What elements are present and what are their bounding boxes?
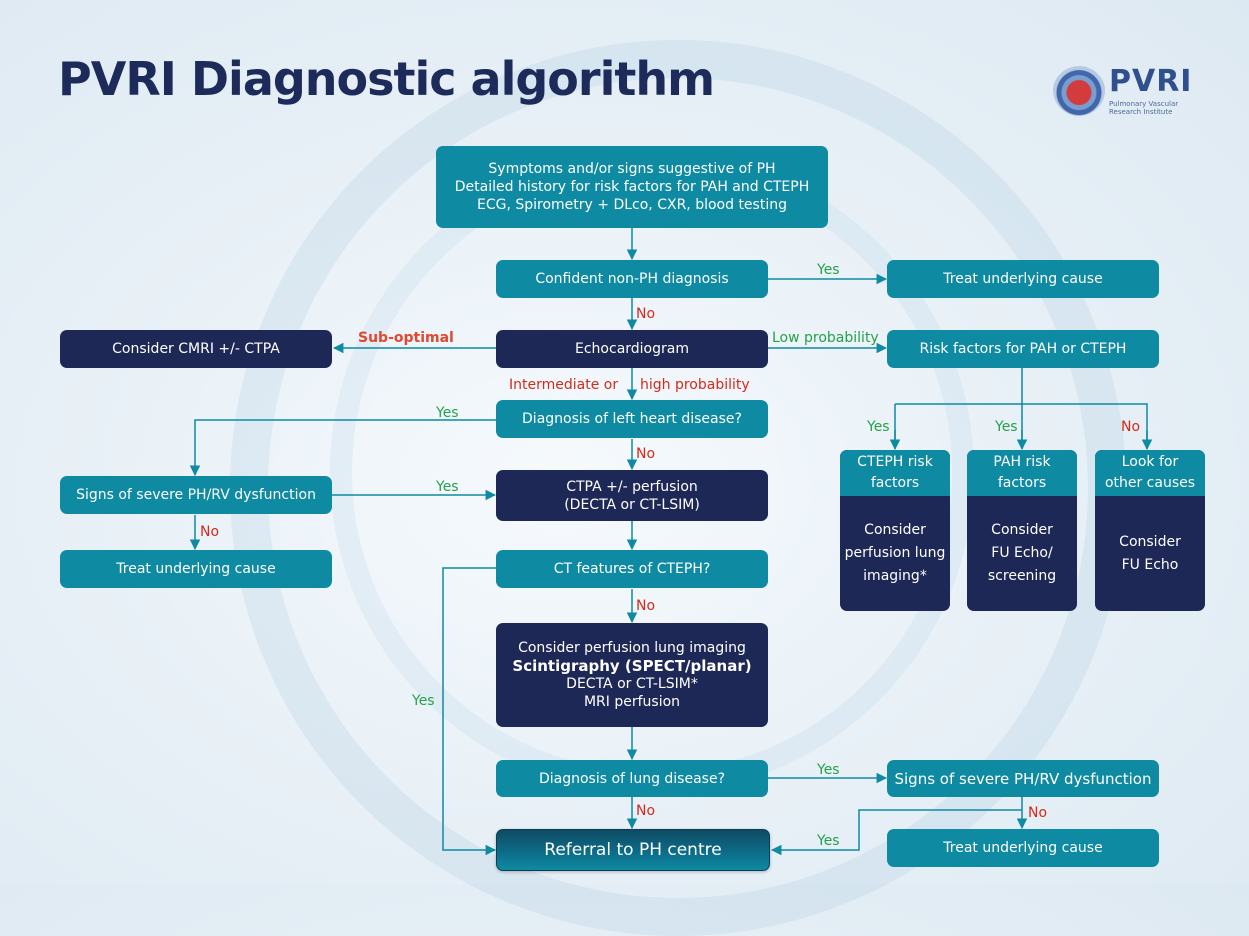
label-yes-left-heart: Yes — [436, 405, 459, 421]
label-yes-confident: Yes — [817, 262, 840, 278]
node-ctpa-perfusion: CTPA +/- perfusion (DECTA or CT-LSIM) — [496, 470, 768, 521]
card-cteph-head-line-2: factors — [870, 475, 920, 491]
card-cteph-head-line-1: CTEPH risk — [857, 454, 933, 470]
label-no-ct-features: No — [636, 598, 656, 614]
node-severe-ph-left: Signs of severe PH/RV dysfunction — [60, 476, 332, 514]
card-cteph-body-line-3: imaging* — [863, 568, 927, 584]
node-start-line-3: ECG, Spirometry + DLco, CXR, blood testi… — [477, 197, 787, 213]
card-pah-risk-factors: PAH risk factors Consider FU Echo/ scree… — [967, 450, 1077, 611]
node-severe-ph-right: Signs of severe PH/RV dysfunction — [887, 760, 1159, 797]
label-yes-severe-left: Yes — [436, 479, 459, 495]
label-no-left-heart: No — [636, 446, 656, 462]
card-pah-head-line-2: factors — [997, 475, 1047, 491]
label-yes-ct-features: Yes — [412, 693, 435, 709]
card-other-head-line-2: other causes — [1104, 475, 1196, 491]
card-other-body-line-1: Consider — [1119, 533, 1181, 550]
card-other-body-line-2: FU Echo — [1121, 556, 1179, 573]
node-start-line-1: Symptoms and/or signs suggestive of PH — [488, 161, 776, 177]
label-low-probability: Low probability — [772, 330, 879, 346]
arrow-left-heart-to-severe — [189, 419, 496, 477]
card-pah-head-line-1: PAH risk — [993, 454, 1051, 470]
node-perfusion-imaging: Consider perfusion lung imaging Scintigr… — [496, 623, 768, 727]
logo-name: PVRI — [1109, 64, 1193, 99]
label-yes-cteph-card: Yes — [867, 419, 890, 435]
node-consider-cmri: Consider CMRI +/- CTPA — [60, 330, 332, 368]
card-pah-body-line-2: FU Echo/ — [991, 545, 1053, 561]
card-other-head-line-1: Look for — [1121, 454, 1179, 470]
node-treat-underlying-bottom: Treat underlying cause — [887, 829, 1159, 867]
node-risk-factors: Risk factors for PAH or CTEPH — [887, 330, 1159, 368]
card-other-body: Consider FU Echo — [1095, 496, 1205, 611]
arrow-treat-loop-to-referral — [770, 809, 1022, 856]
pvri-heart-lung-icon — [1053, 64, 1105, 116]
page-title: PVRI Diagnostic algorithm — [58, 52, 715, 106]
label-no-severe-right: No — [1028, 805, 1048, 821]
node-treat-underlying-top: Treat underlying cause — [887, 260, 1159, 298]
arrow-risk-down — [894, 368, 1148, 448]
node-lung-disease: Diagnosis of lung disease? — [496, 760, 768, 797]
label-sub-optimal: Sub-optimal — [358, 330, 454, 346]
node-referral-ph-centre: Referral to PH centre — [496, 829, 770, 871]
card-cteph-body-line-2: perfusion lung — [844, 545, 946, 561]
card-pah-body-line-3: screening — [987, 568, 1057, 584]
card-cteph-risk-factors: CTEPH risk factors Consider perfusion lu… — [840, 450, 950, 611]
node-start-line-2: Detailed history for risk factors for PA… — [454, 179, 810, 195]
card-other-causes: Look for other causes Consider FU Echo — [1095, 450, 1205, 611]
node-ctpa-line-2: (DECTA or CT-LSIM) — [564, 496, 700, 513]
label-no-other-card: No — [1121, 419, 1141, 435]
label-high-probability: high probability — [640, 377, 750, 393]
node-perfusion-line-4: MRI perfusion — [583, 694, 681, 710]
pvri-logo: PVRI Pulmonary Vascular Research Institu… — [1053, 62, 1213, 118]
label-yes-severe-right: Yes — [817, 833, 840, 849]
node-left-heart-disease: Diagnosis of left heart disease? — [496, 400, 768, 438]
node-echocardiogram: Echocardiogram — [496, 330, 768, 368]
label-yes-pah-card: Yes — [995, 419, 1018, 435]
node-perfusion-line-2: Scintigraphy (SPECT/planar) — [512, 657, 752, 675]
card-pah-body: Consider FU Echo/ screening — [967, 496, 1077, 611]
card-other-head: Look for other causes — [1095, 450, 1205, 496]
card-cteph-body-line-1: Consider — [864, 522, 926, 538]
label-no-confident: No — [636, 306, 656, 322]
flow-connectors — [189, 228, 1153, 856]
label-intermediate: Intermediate or — [509, 377, 619, 393]
logo-subtitle: Pulmonary Vascular Research Institute — [1109, 100, 1179, 116]
node-perfusion-line-3: DECTA or CT-LSIM* — [566, 676, 698, 692]
card-cteph-head: CTEPH risk factors — [840, 450, 950, 496]
card-pah-head: PAH risk factors — [967, 450, 1077, 496]
label-no-severe-left: No — [200, 524, 220, 540]
label-yes-lung-disease: Yes — [817, 762, 840, 778]
node-perfusion-line-1: Consider perfusion lung imaging — [518, 640, 746, 656]
label-no-lung-disease: No — [636, 803, 656, 819]
node-ctpa-line-1: CTPA +/- perfusion — [566, 478, 698, 495]
node-start-symptoms: Symptoms and/or signs suggestive of PH D… — [436, 146, 828, 228]
card-cteph-body: Consider perfusion lung imaging* — [840, 496, 950, 611]
card-pah-body-line-1: Consider — [991, 522, 1053, 538]
node-treat-underlying-left: Treat underlying cause — [60, 550, 332, 588]
node-confident-non-ph: Confident non-PH diagnosis — [496, 260, 768, 298]
node-ct-features-cteph: CT features of CTEPH? — [496, 550, 768, 588]
arrow-ctfeatures-to-referral — [442, 567, 497, 856]
